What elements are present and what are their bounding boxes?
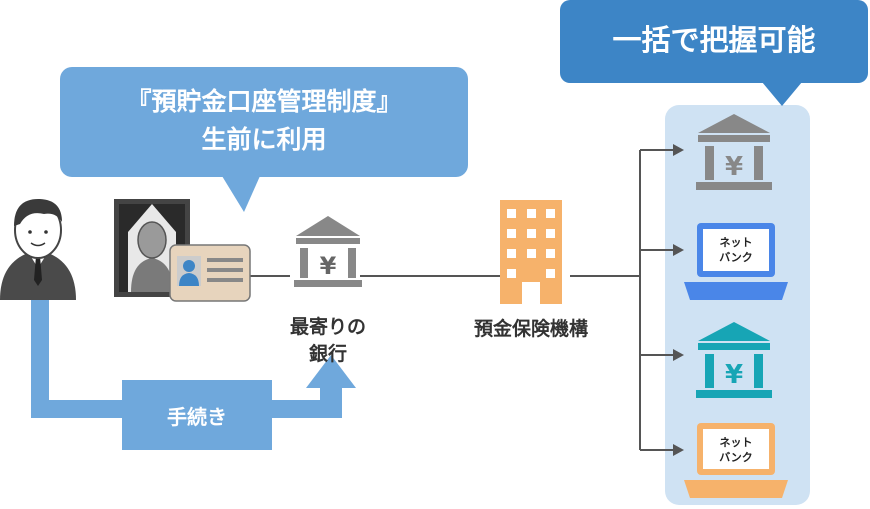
connector-lines	[250, 149, 674, 451]
procedure-label: 手続き	[167, 405, 227, 429]
laptop-icon	[684, 223, 788, 300]
callout-left	[60, 67, 468, 212]
bank-label-line2: 銀行	[308, 343, 347, 365]
netbank-label: ネット	[720, 236, 753, 249]
arrowheads	[673, 144, 684, 456]
institutions-panel	[665, 105, 810, 505]
procedure-arrow	[31, 300, 356, 450]
id-card-icon	[114, 199, 251, 302]
callout-left-line1: 『預貯金口座管理制度』	[126, 87, 402, 116]
bank-icon	[294, 216, 362, 287]
building-icon	[500, 200, 562, 304]
netbank-label: バンク	[719, 251, 753, 264]
netbank-label: バンク	[719, 451, 753, 464]
netbank-label: ネット	[720, 436, 753, 449]
laptop-icon	[684, 423, 788, 498]
bank-yen: ¥	[320, 252, 337, 280]
bank-yen: ¥	[725, 360, 743, 390]
bank-icon	[696, 114, 772, 190]
person-icon	[0, 198, 76, 300]
callout-left-line2: 生前に利用	[201, 125, 327, 154]
agency-label: 預金保険機構	[473, 318, 588, 340]
bank-label-line1: 最寄りの	[289, 316, 366, 338]
callout-right-text: 一括で把握可能	[612, 23, 816, 57]
bank-yen: ¥	[725, 152, 743, 182]
callout-right	[560, 0, 868, 106]
bank-icon	[696, 322, 772, 398]
